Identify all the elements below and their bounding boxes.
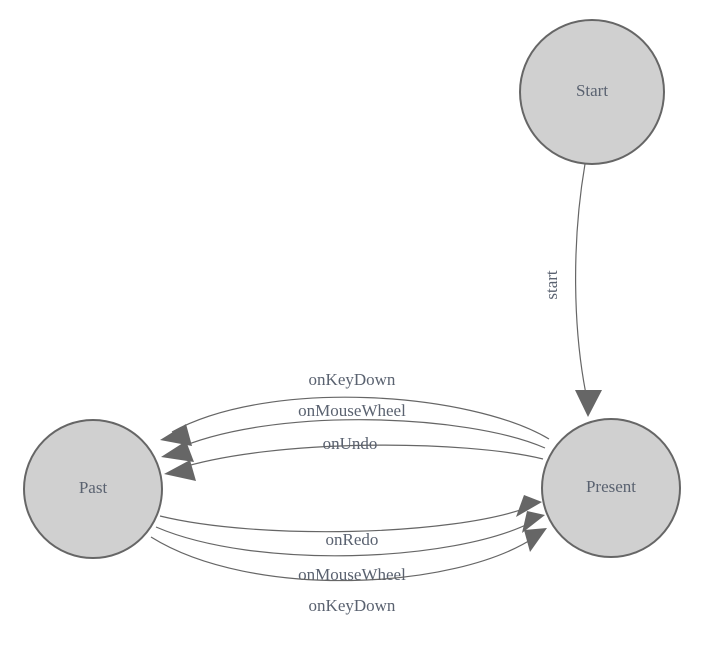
edge-past-to-present-onredo[interactable]: onRedo (159, 495, 542, 549)
node-start-circle (519, 19, 665, 165)
edge-path-start-present (575, 163, 589, 405)
edge-present-to-past-onmousewheel[interactable]: onMouseWheel (161, 401, 546, 462)
arrowhead-present-past-onkeydown (160, 424, 192, 446)
edge-present-to-past-onundo[interactable]: onUndo (164, 434, 544, 481)
edge-label-past-present-onmousewheel: onMouseWheel (298, 565, 406, 584)
edge-label-present-past-onundo: onUndo (323, 434, 378, 453)
edge-present-to-past-onkeydown[interactable]: onKeyDown (160, 370, 550, 446)
arrowhead-start-present (575, 390, 602, 417)
edge-path-present-past-onkeydown (171, 396, 550, 440)
node-present-label: Present (586, 477, 636, 496)
node-past-label: Past (79, 478, 108, 497)
node-start-label: Start (576, 81, 608, 100)
arrowhead-past-present-onmousewheel (522, 511, 545, 533)
node-present-circle (541, 418, 681, 558)
arrowhead-present-past-onundo (164, 460, 196, 481)
edge-label-present-past-onmousewheel: onMouseWheel (298, 401, 406, 420)
edge-path-present-past-onmousewheel (173, 419, 546, 451)
edge-label-start-present: start (542, 270, 561, 300)
edge-path-past-present-onredo (159, 506, 530, 533)
arrowhead-past-present-onredo (516, 495, 542, 517)
arrowhead-past-present-onkeydown (524, 528, 547, 552)
edge-start-to-present[interactable]: start (542, 163, 602, 417)
node-past[interactable]: Past (23, 419, 163, 559)
edge-label-past-present-onkeydown: onKeyDown (309, 596, 396, 615)
edge-label-past-present-onredo: onRedo (326, 530, 379, 549)
edge-label-present-past-onkeydown: onKeyDown (309, 370, 396, 389)
arrowhead-present-past-onmousewheel (161, 441, 194, 462)
edge-path-past-present-onmousewheel (155, 521, 533, 557)
edge-path-past-present-onkeydown (150, 536, 536, 582)
node-past-circle (23, 419, 163, 559)
node-start[interactable]: Start (519, 19, 665, 165)
edge-path-present-past-onundo (176, 444, 544, 470)
edge-past-to-present-onkeydown[interactable]: onKeyDown (150, 528, 547, 615)
node-present[interactable]: Present (541, 418, 681, 558)
